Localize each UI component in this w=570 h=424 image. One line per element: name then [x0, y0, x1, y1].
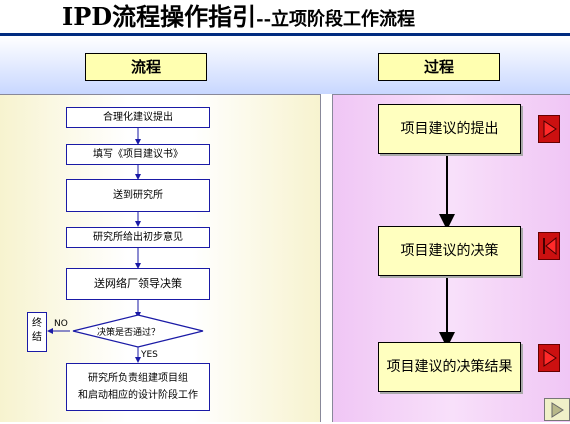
final-text-2: 和启动相应的设计阶段工作 — [78, 390, 198, 401]
end-text-1: 终 — [32, 318, 42, 329]
process-header: 过程 — [378, 53, 500, 81]
end-box: 终 结 — [27, 312, 47, 352]
next-icon — [551, 402, 564, 418]
decision-diamond — [72, 314, 204, 348]
next-slide-button[interactable] — [544, 398, 570, 421]
title-underline — [0, 33, 570, 36]
play-icon — [543, 120, 557, 138]
yes-label: YES — [141, 350, 158, 360]
flow-step-leader-decision: 送网络厂领导决策 — [66, 268, 210, 300]
flow-step-initial-opinion: 研究所给出初步意见 — [66, 227, 210, 248]
no-label: NO — [54, 319, 68, 329]
return-button[interactable] — [538, 232, 560, 260]
flow-step-proposal: 合理化建议提出 — [66, 107, 210, 128]
flow-step-send-institute: 送到研究所 — [66, 179, 210, 212]
flow-step-form-team: 研究所负责组建项目组 和启动相应的设计阶段工作 — [66, 363, 210, 411]
flow-header: 流程 — [85, 53, 207, 81]
rewind-icon — [543, 236, 557, 256]
page-title: IPD流程操作指引--立项阶段工作流程 — [62, 0, 415, 33]
title-bar: IPD流程操作指引--立项阶段工作流程 — [0, 0, 570, 33]
title-sub: --立项阶段工作流程 — [256, 9, 416, 30]
process-item-proposal[interactable]: 项目建议的提出 — [378, 104, 521, 154]
title-main: IPD流程操作指引 — [62, 2, 257, 31]
process-item-decision-result[interactable]: 项目建议的决策结果 — [378, 342, 521, 392]
decision-label: 决策是否通过？ — [97, 328, 161, 338]
final-text-1: 研究所负责组建项目组 — [88, 373, 188, 384]
play-button-2[interactable] — [538, 344, 560, 372]
end-text-2: 结 — [32, 332, 42, 343]
play-icon — [543, 349, 557, 367]
process-item-decision[interactable]: 项目建议的决策 — [378, 226, 521, 276]
play-button-1[interactable] — [538, 115, 560, 143]
flow-step-fill-form: 填写《项目建议书》 — [66, 144, 210, 165]
